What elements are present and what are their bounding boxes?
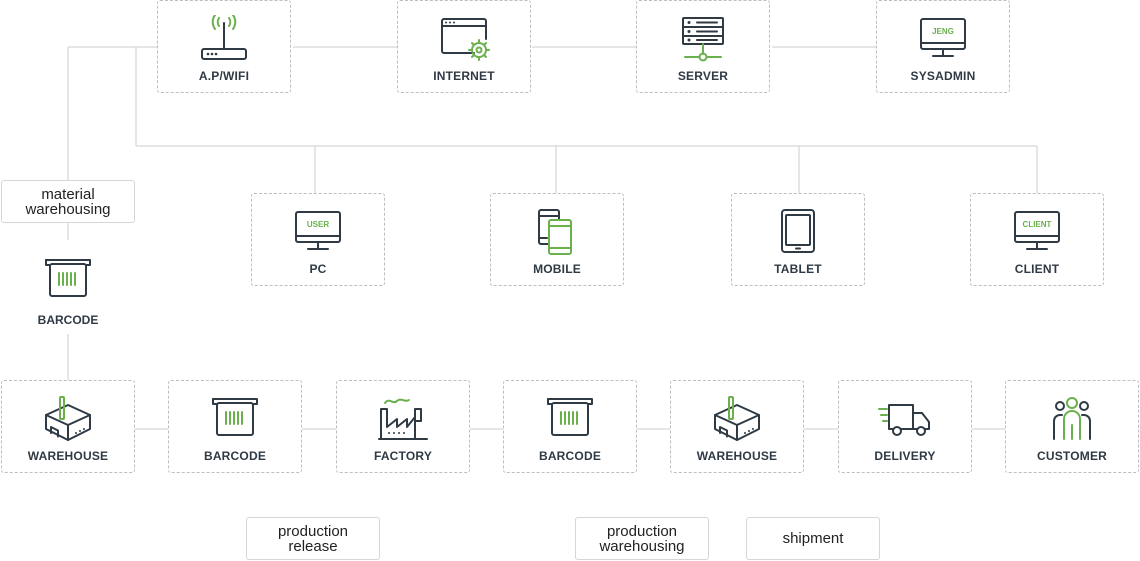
node-label: SYSADMIN bbox=[910, 69, 976, 83]
stage-production-warehousing: production warehousing bbox=[575, 517, 709, 560]
node-label: TABLET bbox=[774, 262, 822, 276]
factory-icon bbox=[378, 398, 428, 440]
node-label: PC bbox=[309, 262, 327, 276]
screen-text: CLIENT bbox=[1023, 220, 1052, 229]
node-factory: FACTORY bbox=[336, 380, 470, 473]
stage-label: production warehousing bbox=[599, 522, 685, 555]
screen-text: USER bbox=[307, 220, 329, 229]
monitor-icon: JENG bbox=[920, 18, 966, 57]
node-label: FACTORY bbox=[373, 449, 433, 463]
node-client: CLIENT CLIENT bbox=[970, 193, 1104, 286]
node-label: BARCODE bbox=[37, 313, 99, 327]
node-warehouse-2: WAREHOUSE bbox=[670, 380, 804, 473]
wifi-router-icon bbox=[201, 15, 247, 60]
warehouse-box-icon bbox=[714, 396, 760, 441]
barcode-scanner-icon bbox=[212, 398, 258, 436]
stage-label: material warehousing bbox=[25, 185, 111, 218]
node-label: BARCODE bbox=[203, 449, 267, 463]
monitor-icon: USER bbox=[295, 211, 341, 250]
node-customer: CUSTOMER bbox=[1005, 380, 1139, 473]
node-pc: USER PC bbox=[251, 193, 385, 286]
barcode-scanner-icon bbox=[45, 259, 91, 297]
node-label: SERVER bbox=[677, 69, 729, 83]
customers-group-icon bbox=[1053, 397, 1091, 440]
node-label: CUSTOMER bbox=[1036, 449, 1108, 463]
browser-gear-icon bbox=[441, 18, 490, 61]
stage-shipment: shipment bbox=[746, 517, 880, 560]
node-label: A.P/WIFI bbox=[198, 69, 250, 83]
node-label: CLIENT bbox=[1014, 262, 1060, 276]
node-barcode-1: BARCODE bbox=[168, 380, 302, 473]
node-label: WAREHOUSE bbox=[27, 449, 109, 463]
server-icon bbox=[682, 17, 724, 62]
delivery-truck-icon bbox=[878, 404, 930, 436]
stage-material-warehousing: material warehousing bbox=[1, 180, 135, 223]
node-delivery: DELIVERY bbox=[838, 380, 972, 473]
node-label: DELIVERY bbox=[874, 449, 936, 463]
stage-label: production release bbox=[277, 522, 349, 555]
node-tablet: TABLET bbox=[731, 193, 865, 286]
screen-text: JENG bbox=[932, 27, 954, 36]
monitor-icon: CLIENT bbox=[1014, 211, 1060, 250]
node-server: SERVER bbox=[636, 0, 770, 93]
node-mobile: MOBILE bbox=[490, 193, 624, 286]
node-sysadmin: JENG SYSADMIN bbox=[876, 0, 1010, 93]
node-label: MOBILE bbox=[533, 262, 581, 276]
node-internet: INTERNET bbox=[397, 0, 531, 93]
warehouse-box-icon bbox=[45, 396, 91, 441]
mobile-devices-icon bbox=[538, 209, 572, 255]
node-label: WAREHOUSE bbox=[696, 449, 778, 463]
node-barcode-side: BARCODE bbox=[1, 256, 135, 341]
node-label: INTERNET bbox=[433, 69, 495, 83]
barcode-scanner-icon bbox=[547, 398, 593, 436]
stage-label: shipment bbox=[782, 530, 844, 547]
tablet-icon bbox=[781, 209, 815, 253]
node-ap-wifi: A.P/WIFI bbox=[157, 0, 291, 93]
node-warehouse-1: WAREHOUSE bbox=[1, 380, 135, 473]
node-barcode-2: BARCODE bbox=[503, 380, 637, 473]
stage-production-release: production release bbox=[246, 517, 380, 560]
node-label: BARCODE bbox=[538, 449, 602, 463]
